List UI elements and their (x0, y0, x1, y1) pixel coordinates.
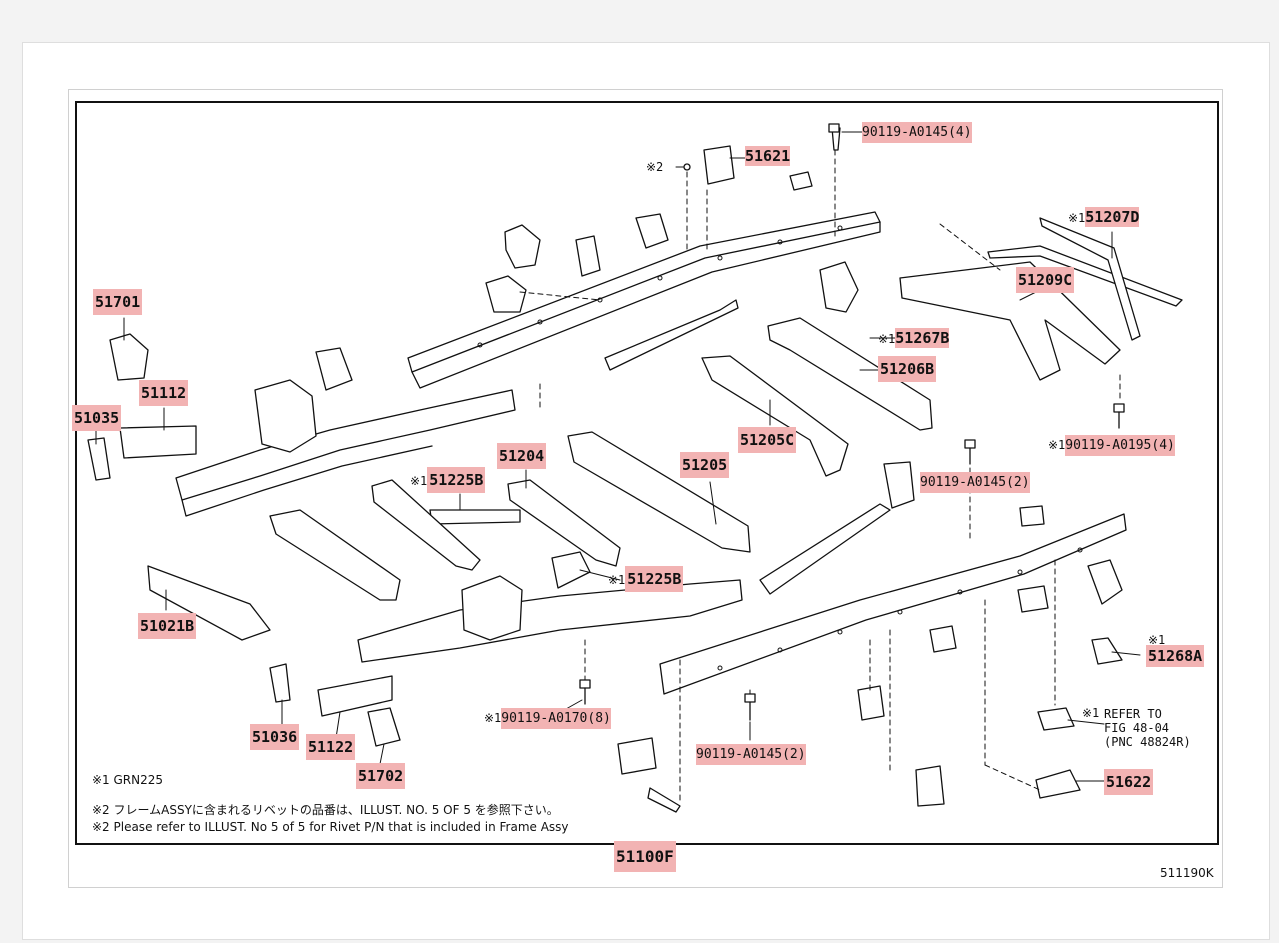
part-51701[interactable]: 51701 (93, 289, 143, 315)
refer-line-2: FIG 48-04 (1104, 721, 1170, 735)
part-51268a[interactable]: 51268A (1146, 645, 1205, 667)
refer-line-3: (PNC 48824R) (1104, 735, 1191, 749)
note-rivet-jp: ※2 フレームASSYに含まれるリベットの品番は、ILLUST. NO. 5 O… (92, 803, 559, 817)
illustration-number: 511190K (1160, 866, 1214, 880)
bolt-bottom-label[interactable]: 90119-A0145(2) (696, 744, 806, 765)
part-51122[interactable]: 51122 (306, 734, 356, 760)
part-51205[interactable]: 51205 (680, 452, 730, 478)
part-51036[interactable]: 51036 (250, 724, 300, 750)
note-rivet-en: ※2 Please refer to ILLUST. No 5 of 5 for… (92, 820, 569, 834)
part-51206b[interactable]: 51206B (878, 356, 937, 382)
part-51021b[interactable]: 51021B (138, 613, 197, 639)
part-51207d[interactable]: ※151207D (1068, 207, 1140, 227)
upper-frame-rail (407, 211, 881, 389)
part-51205c[interactable]: 51205C (738, 427, 797, 453)
part-51204[interactable]: 51204 (497, 443, 547, 469)
part-51267b[interactable]: ※151267B (878, 328, 950, 348)
center-crossmembers (269, 317, 933, 601)
part-51622[interactable]: 51622 (1104, 769, 1154, 795)
rivet-mark: ※2 (646, 160, 664, 174)
bolt-right-label[interactable]: ※190119-A0195(4) (1048, 435, 1175, 456)
part-51702[interactable]: 51702 (356, 763, 406, 789)
bolts (579, 123, 1125, 721)
refer-line-1: REFER TO (1104, 707, 1162, 721)
upper-brackets (485, 127, 859, 313)
part-51112[interactable]: 51112 (139, 380, 189, 406)
part-51100f[interactable]: 51100F (614, 841, 676, 872)
part-51621[interactable]: 51621 (745, 146, 791, 166)
rear-crossmember (899, 217, 1183, 381)
note-grn225: ※1 GRN225 (92, 773, 164, 787)
bolt-mid-label[interactable]: 90119-A0145(2) (920, 472, 1030, 493)
part-51035[interactable]: 51035 (72, 405, 122, 431)
loose-brackets (87, 333, 1123, 813)
bolt-top-label[interactable]: 90119-A0145(4) (862, 122, 972, 143)
part-51268a-mark: ※1 (1148, 633, 1166, 647)
left-frame-rail (175, 379, 516, 517)
bolt-left-label[interactable]: ※190119-A0170(8) (484, 708, 611, 729)
refer-mark: ※1 (1082, 706, 1100, 720)
part-51209c[interactable]: 51209C (1016, 267, 1075, 293)
lower-frame-rail (357, 503, 1127, 695)
